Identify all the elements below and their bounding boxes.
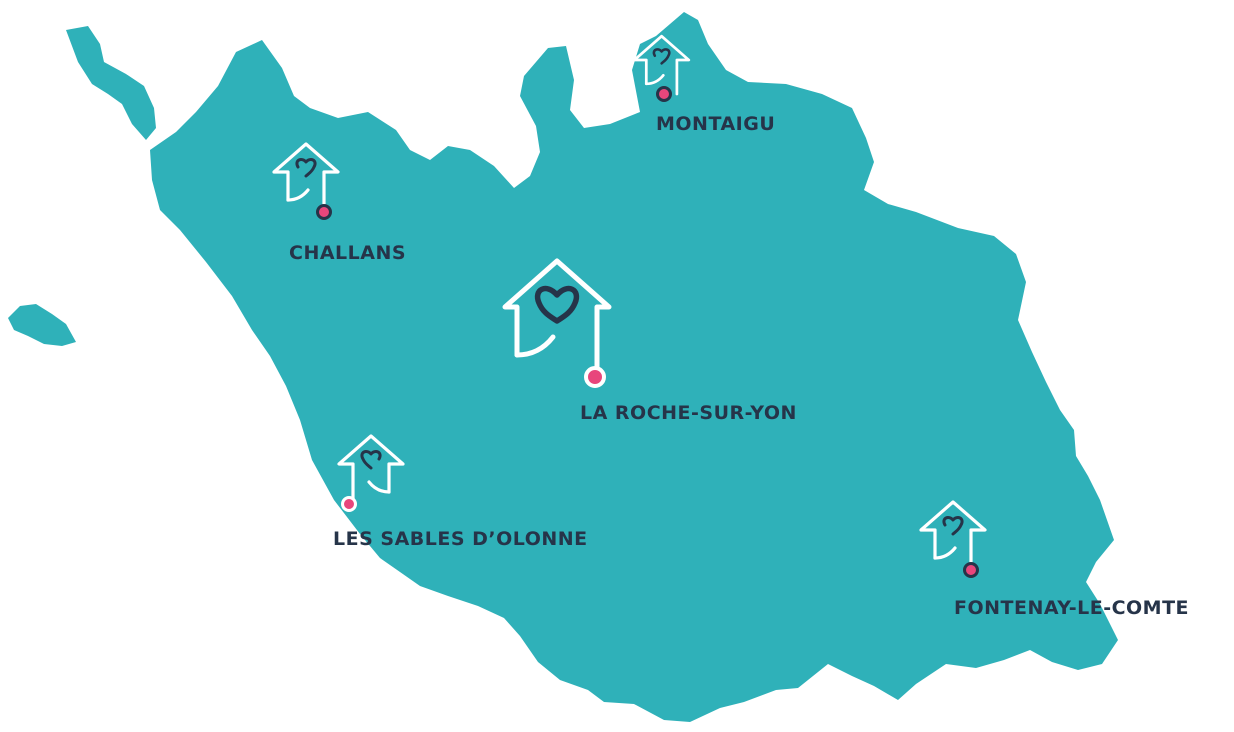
ile-d-yeu — [8, 304, 76, 346]
city-label-la-roche-sur-yon[interactable]: LA ROCHE-SUR-YON — [580, 402, 797, 424]
city-marker-challans[interactable] — [272, 142, 340, 220]
location-pin-icon — [341, 496, 357, 512]
city-label-montaigu[interactable]: MONTAIGU — [656, 113, 775, 135]
location-pin-icon — [963, 562, 979, 578]
land-layer — [8, 12, 1118, 722]
city-label-fontenay-le-comte[interactable]: FONTENAY-LE-COMTE — [954, 597, 1189, 619]
noirmoutier-island — [66, 26, 156, 140]
city-marker-les-sables-dolonne[interactable] — [337, 434, 405, 512]
location-pin-icon — [316, 204, 332, 220]
city-label-les-sables-dolonne[interactable]: LES SABLES D’OLONNE — [333, 528, 588, 550]
location-pin-icon — [584, 366, 606, 388]
city-marker-montaigu[interactable] — [633, 34, 691, 102]
location-pin-icon — [656, 86, 672, 102]
city-labels: MONTAIGU CHALLANS LA ROCHE-SUR-YON LES S… — [289, 113, 1189, 619]
city-marker-fontenay-le-comte[interactable] — [919, 500, 987, 578]
city-label-challans[interactable]: CHALLANS — [289, 242, 406, 264]
city-marker-la-roche-sur-yon[interactable] — [505, 261, 609, 388]
vendee-mainland — [150, 12, 1118, 722]
